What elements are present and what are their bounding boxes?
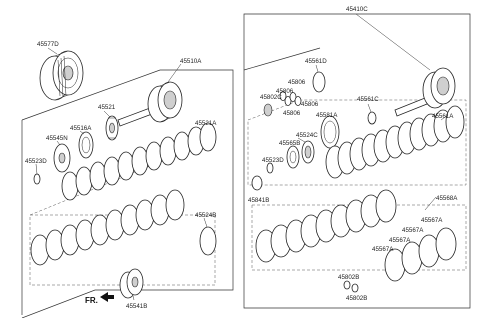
label-45521A[interactable]: 45521A: [195, 120, 217, 127]
clutch-hub-45510A: [117, 81, 183, 127]
label-45521[interactable]: 45521: [98, 104, 116, 111]
label-45541B[interactable]: 45541B: [126, 303, 147, 310]
front-direction-label: FR.: [85, 296, 98, 305]
left-clutch-pack-box: [29, 214, 216, 286]
clutch-plates-upper-45521A: [61, 122, 217, 201]
label-45410C[interactable]: 45410C: [346, 6, 368, 13]
label-45567A-d[interactable]: 45567A: [372, 246, 394, 253]
snap-ring-45523D-right: [266, 162, 274, 174]
label-45545N[interactable]: 45545N: [46, 135, 68, 142]
label-45802B-a[interactable]: 45802B: [338, 274, 359, 281]
wave-springs-45567A: [384, 227, 457, 282]
label-45561C[interactable]: 45561C: [357, 96, 379, 103]
rings-45802B: [343, 280, 359, 293]
label-45561D[interactable]: 45561D: [305, 58, 327, 65]
label-45565B[interactable]: 45565B: [279, 140, 300, 147]
plate-45545N: [53, 143, 71, 173]
label-45523D-left[interactable]: 45523D: [25, 158, 47, 165]
piston-45581A: [320, 115, 340, 149]
label-45567A-a[interactable]: 45567A: [421, 217, 443, 224]
label-45802B-b[interactable]: 45802B: [346, 295, 367, 302]
ring-45561D: [312, 71, 326, 93]
clutch-plates-upper-45561A: [325, 105, 465, 179]
snap-ring-45523D-left: [33, 173, 41, 185]
right-assembly: [243, 13, 471, 309]
label-45802C[interactable]: 45802C: [260, 94, 282, 101]
left-assembly-frame: [21, 69, 234, 318]
label-45567A-c[interactable]: 45567A: [389, 237, 411, 244]
bearing-45516A: [78, 131, 94, 159]
clutch-plates-lower-right: [255, 189, 397, 263]
label-45516A[interactable]: 45516A: [70, 125, 92, 132]
label-45806-c[interactable]: 45806: [301, 101, 319, 108]
label-45806-d[interactable]: 45806: [283, 110, 301, 117]
left-assembly: [21, 47, 234, 318]
label-45577D[interactable]: 45577D: [37, 41, 59, 48]
label-45567A-b[interactable]: 45567A: [402, 227, 424, 234]
front-direction-arrow-icon: [100, 292, 114, 302]
ring-45841B: [251, 175, 263, 191]
label-45510A[interactable]: 45510A: [180, 58, 202, 65]
part-labels: 45577D 45510A 45521 45516A 45545N 45523D…: [25, 6, 458, 310]
front-direction-marker: [100, 292, 114, 302]
label-45524C[interactable]: 45524C: [296, 132, 318, 139]
ring-45561C: [367, 111, 377, 125]
gear-45521: [105, 115, 119, 141]
label-45806-b[interactable]: 45806: [276, 88, 294, 95]
label-45806-a[interactable]: 45806: [288, 79, 306, 86]
parts-45524C-45565B: [286, 140, 315, 169]
bushing-45802C: [263, 103, 273, 117]
label-45561A[interactable]: 45561A: [432, 113, 454, 120]
right-assembly-frame: [243, 13, 471, 309]
clutch-drum-45577D: [39, 50, 84, 101]
clutch-plates-lower: [30, 189, 185, 266]
clutch-drum-45410C: [394, 67, 456, 117]
label-45568A[interactable]: 45568A: [436, 195, 458, 202]
seal-rings-45806: [279, 91, 302, 106]
gear-45541B: [119, 268, 144, 299]
label-45581A[interactable]: 45581A: [316, 112, 338, 119]
label-45523D-right[interactable]: 45523D: [262, 157, 284, 164]
label-45524B[interactable]: 45524B: [195, 212, 216, 219]
snap-ring-45524B: [199, 226, 217, 256]
label-45841B[interactable]: 45841B: [248, 197, 269, 204]
